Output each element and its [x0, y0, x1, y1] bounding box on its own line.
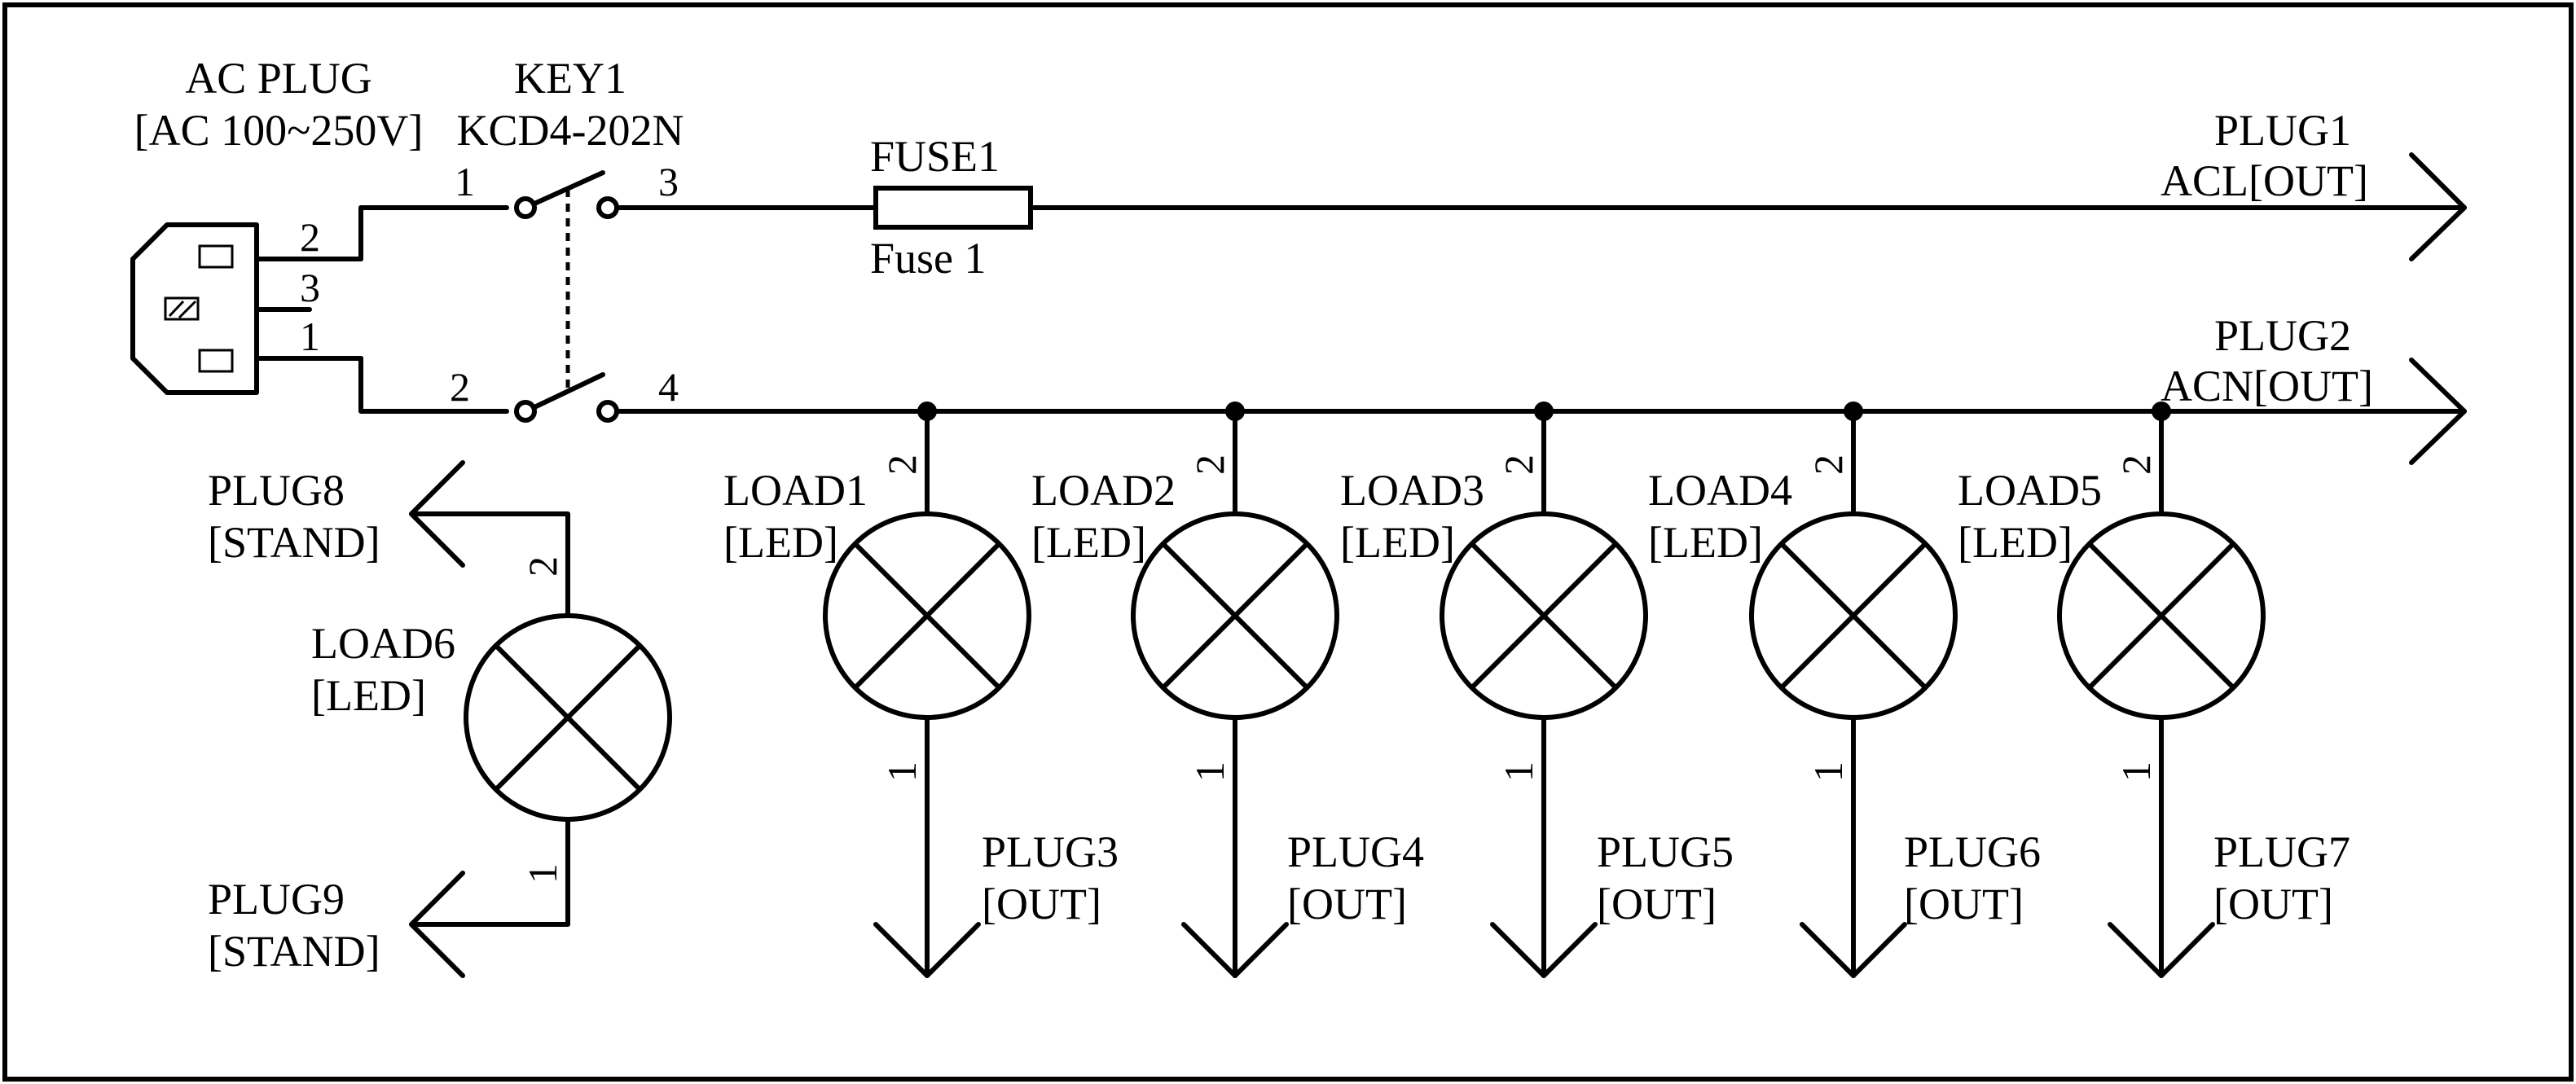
load2-pin-bottom: 1 — [1187, 761, 1233, 782]
load3-plug-name: PLUG5 — [1597, 827, 1734, 876]
plug8-name: PLUG8 — [208, 466, 345, 515]
load6-group: LOAD6 [LED] 2 1 PLUG8 [STAND] PLUG9 [STA… — [208, 460, 672, 978]
arrow-left-icon — [409, 871, 465, 978]
load5-group: LOAD5 [LED] 2 1 PLUG7 [OUT] — [1958, 402, 2350, 978]
load6-name: LOAD6 — [311, 619, 455, 668]
load1-plug-name: PLUG3 — [982, 827, 1119, 876]
load4-pin-top: 2 — [1805, 454, 1851, 475]
lamp-icon — [1749, 511, 1958, 720]
load4-group: LOAD4 [LED] 2 1 PLUG6 [OUT] — [1648, 402, 2041, 978]
load4-plug-name: PLUG6 — [1904, 827, 2041, 876]
key1-switch-symbol — [358, 170, 619, 423]
lamp-icon — [464, 613, 672, 822]
load6-type: [LED] — [311, 671, 426, 720]
load1-plug-label: [OUT] — [982, 880, 1101, 928]
load6-pin-top: 2 — [520, 556, 565, 577]
arrow-left-icon — [409, 460, 465, 568]
ac-plug-symbol — [130, 222, 363, 395]
plug2-label: ACN[OUT] — [2161, 362, 2373, 410]
load1-pin-bottom: 1 — [879, 761, 925, 782]
load5-name: LOAD5 — [1958, 466, 2102, 515]
load3-name: LOAD3 — [1340, 466, 1484, 515]
plug9-name: PLUG9 — [208, 875, 345, 924]
plug9-label: [STAND] — [208, 927, 380, 976]
load1-type: [LED] — [723, 518, 838, 567]
fuse1-symbol — [873, 186, 1033, 230]
load5-plug-label: [OUT] — [2213, 880, 2333, 928]
load2-plug-name: PLUG4 — [1287, 827, 1424, 876]
load4-pin-bottom: 1 — [1805, 761, 1851, 782]
key1-pin-4: 4 — [658, 364, 679, 410]
load3-pin-top: 2 — [1496, 454, 1541, 475]
key1-pin-1: 1 — [455, 159, 475, 204]
ground-pin-icon — [164, 296, 200, 321]
fuse1-value: Fuse 1 — [870, 234, 987, 283]
load4-type: [LED] — [1648, 518, 1763, 567]
load4-name: LOAD4 — [1648, 466, 1792, 515]
ac-plug-title: AC PLUG — [185, 54, 372, 103]
arrow-down-icon — [1181, 922, 1289, 978]
fuse1-name: FUSE1 — [870, 132, 1000, 181]
lamp-icon — [2057, 511, 2266, 720]
arrow-down-icon — [1490, 922, 1598, 978]
plug1-arrow-icon — [2409, 152, 2467, 261]
plug2-arrow-icon — [2409, 358, 2467, 465]
arrow-down-icon — [1800, 922, 1907, 978]
load2-plug-label: [OUT] — [1287, 880, 1407, 928]
load2-name: LOAD2 — [1031, 466, 1176, 515]
lamp-icon — [1131, 511, 1339, 720]
load1-pin-top: 2 — [879, 454, 925, 475]
load5-plug-name: PLUG7 — [2213, 827, 2350, 876]
load3-plug-label: [OUT] — [1597, 880, 1717, 928]
key1-pin-2: 2 — [450, 364, 470, 410]
plug2-name: PLUG2 — [2214, 311, 2351, 360]
ac-plug-rating: [AC 100~250V] — [134, 106, 424, 155]
ac-plug-pin-2: 2 — [300, 214, 320, 260]
load4-plug-label: [OUT] — [1904, 880, 2024, 928]
load3-pin-bottom: 1 — [1496, 761, 1541, 782]
load3-type: [LED] — [1340, 518, 1455, 567]
key1-name: KEY1 — [514, 54, 626, 103]
ac-plug-pin-3: 3 — [300, 265, 320, 310]
lamp-icon — [823, 511, 1031, 720]
load6-pin-bottom: 1 — [520, 863, 565, 884]
load5-pin-bottom: 1 — [2113, 761, 2159, 782]
load1-name: LOAD1 — [723, 466, 868, 515]
load2-group: LOAD2 [LED] 2 1 PLUG4 [OUT] — [1031, 402, 1424, 978]
load5-pin-top: 2 — [2113, 454, 2159, 475]
arrow-down-icon — [2108, 922, 2215, 978]
ac-plug-pin-1: 1 — [300, 314, 320, 359]
plug8-label: [STAND] — [208, 518, 380, 567]
load3-group: LOAD3 [LED] 2 1 PLUG5 [OUT] — [1340, 402, 1734, 978]
arrow-down-icon — [873, 922, 981, 978]
lamp-icon — [1440, 511, 1648, 720]
key1-pin-3: 3 — [658, 159, 679, 204]
load2-type: [LED] — [1031, 518, 1146, 567]
load1-group: LOAD1 [LED] 2 1 PLUG3 [OUT] — [723, 402, 1119, 978]
plug1-label: ACL[OUT] — [2161, 156, 2368, 205]
key1-part: KCD4-202N — [457, 106, 684, 155]
plug1-name: PLUG1 — [2214, 106, 2351, 155]
load2-pin-top: 2 — [1187, 454, 1233, 475]
load5-type: [LED] — [1958, 518, 2073, 567]
